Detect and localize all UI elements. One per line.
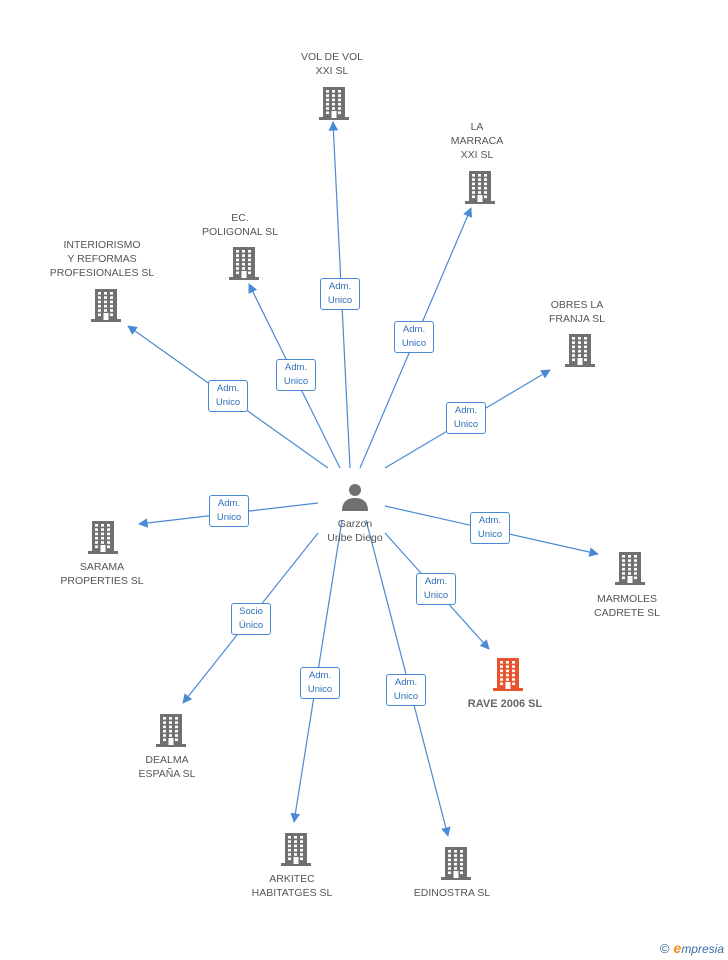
building-icon [228,246,260,285]
company-name: LA MARRACA XXI SL [450,121,504,161]
building-icon [492,657,524,696]
relation-label-marmoles: Adm. Unico [470,512,510,544]
relation-label-sarama: Adm. Unico [209,495,249,527]
relation-label-vol: Adm. Unico [320,278,360,310]
company-name: EC. POLIGONAL SL [201,212,279,238]
company-name: OBRES LA FRANJA SL [548,299,606,325]
building-icon [614,551,646,590]
relation-label-dealma: Socio Único [231,603,271,635]
relation-label-arkitec: Adm. Unico [300,667,340,699]
company-name: VOL DE VOL XXI SL [300,51,364,77]
company-name: DEALMA ESPAÑA SL [138,754,196,780]
person-name: Garzon Uribe Diego [327,518,383,544]
relation-label-edinostra: Adm. Unico [386,674,426,706]
building-icon [318,86,350,125]
company-name: SARAMA PROPERTIES SL [60,561,144,587]
company-name: ARKITEC HABITATGES SL [251,873,333,899]
company-name: RAVE 2006 SL [467,698,543,710]
copyright-symbol: © [659,940,670,956]
company-name: INTERIORISMO Y REFORMAS PROFESIONALES SL [49,239,155,279]
brand-name: mpresia [681,942,724,956]
company-name: EDINOSTRA SL [413,887,491,899]
building-icon [87,520,119,559]
brand-initial: e [673,940,682,956]
relation-label-interiorismo: Adm. Unico [208,380,248,412]
relation-label-marraca: Adm. Unico [394,321,434,353]
relation-label-rave: Adm. Unico [416,573,456,605]
building-icon [464,170,496,209]
person-icon [342,484,368,511]
building-icon [440,846,472,885]
building-icon [90,288,122,327]
building-icon [564,333,596,372]
brand-logo: © empresia [660,940,724,956]
company-name: MARMOLES CADRETE SL [594,593,660,619]
relation-label-obres: Adm. Unico [446,402,486,434]
building-icon [155,713,187,752]
building-icon [280,832,312,871]
relation-label-ec: Adm. Unico [276,359,316,391]
